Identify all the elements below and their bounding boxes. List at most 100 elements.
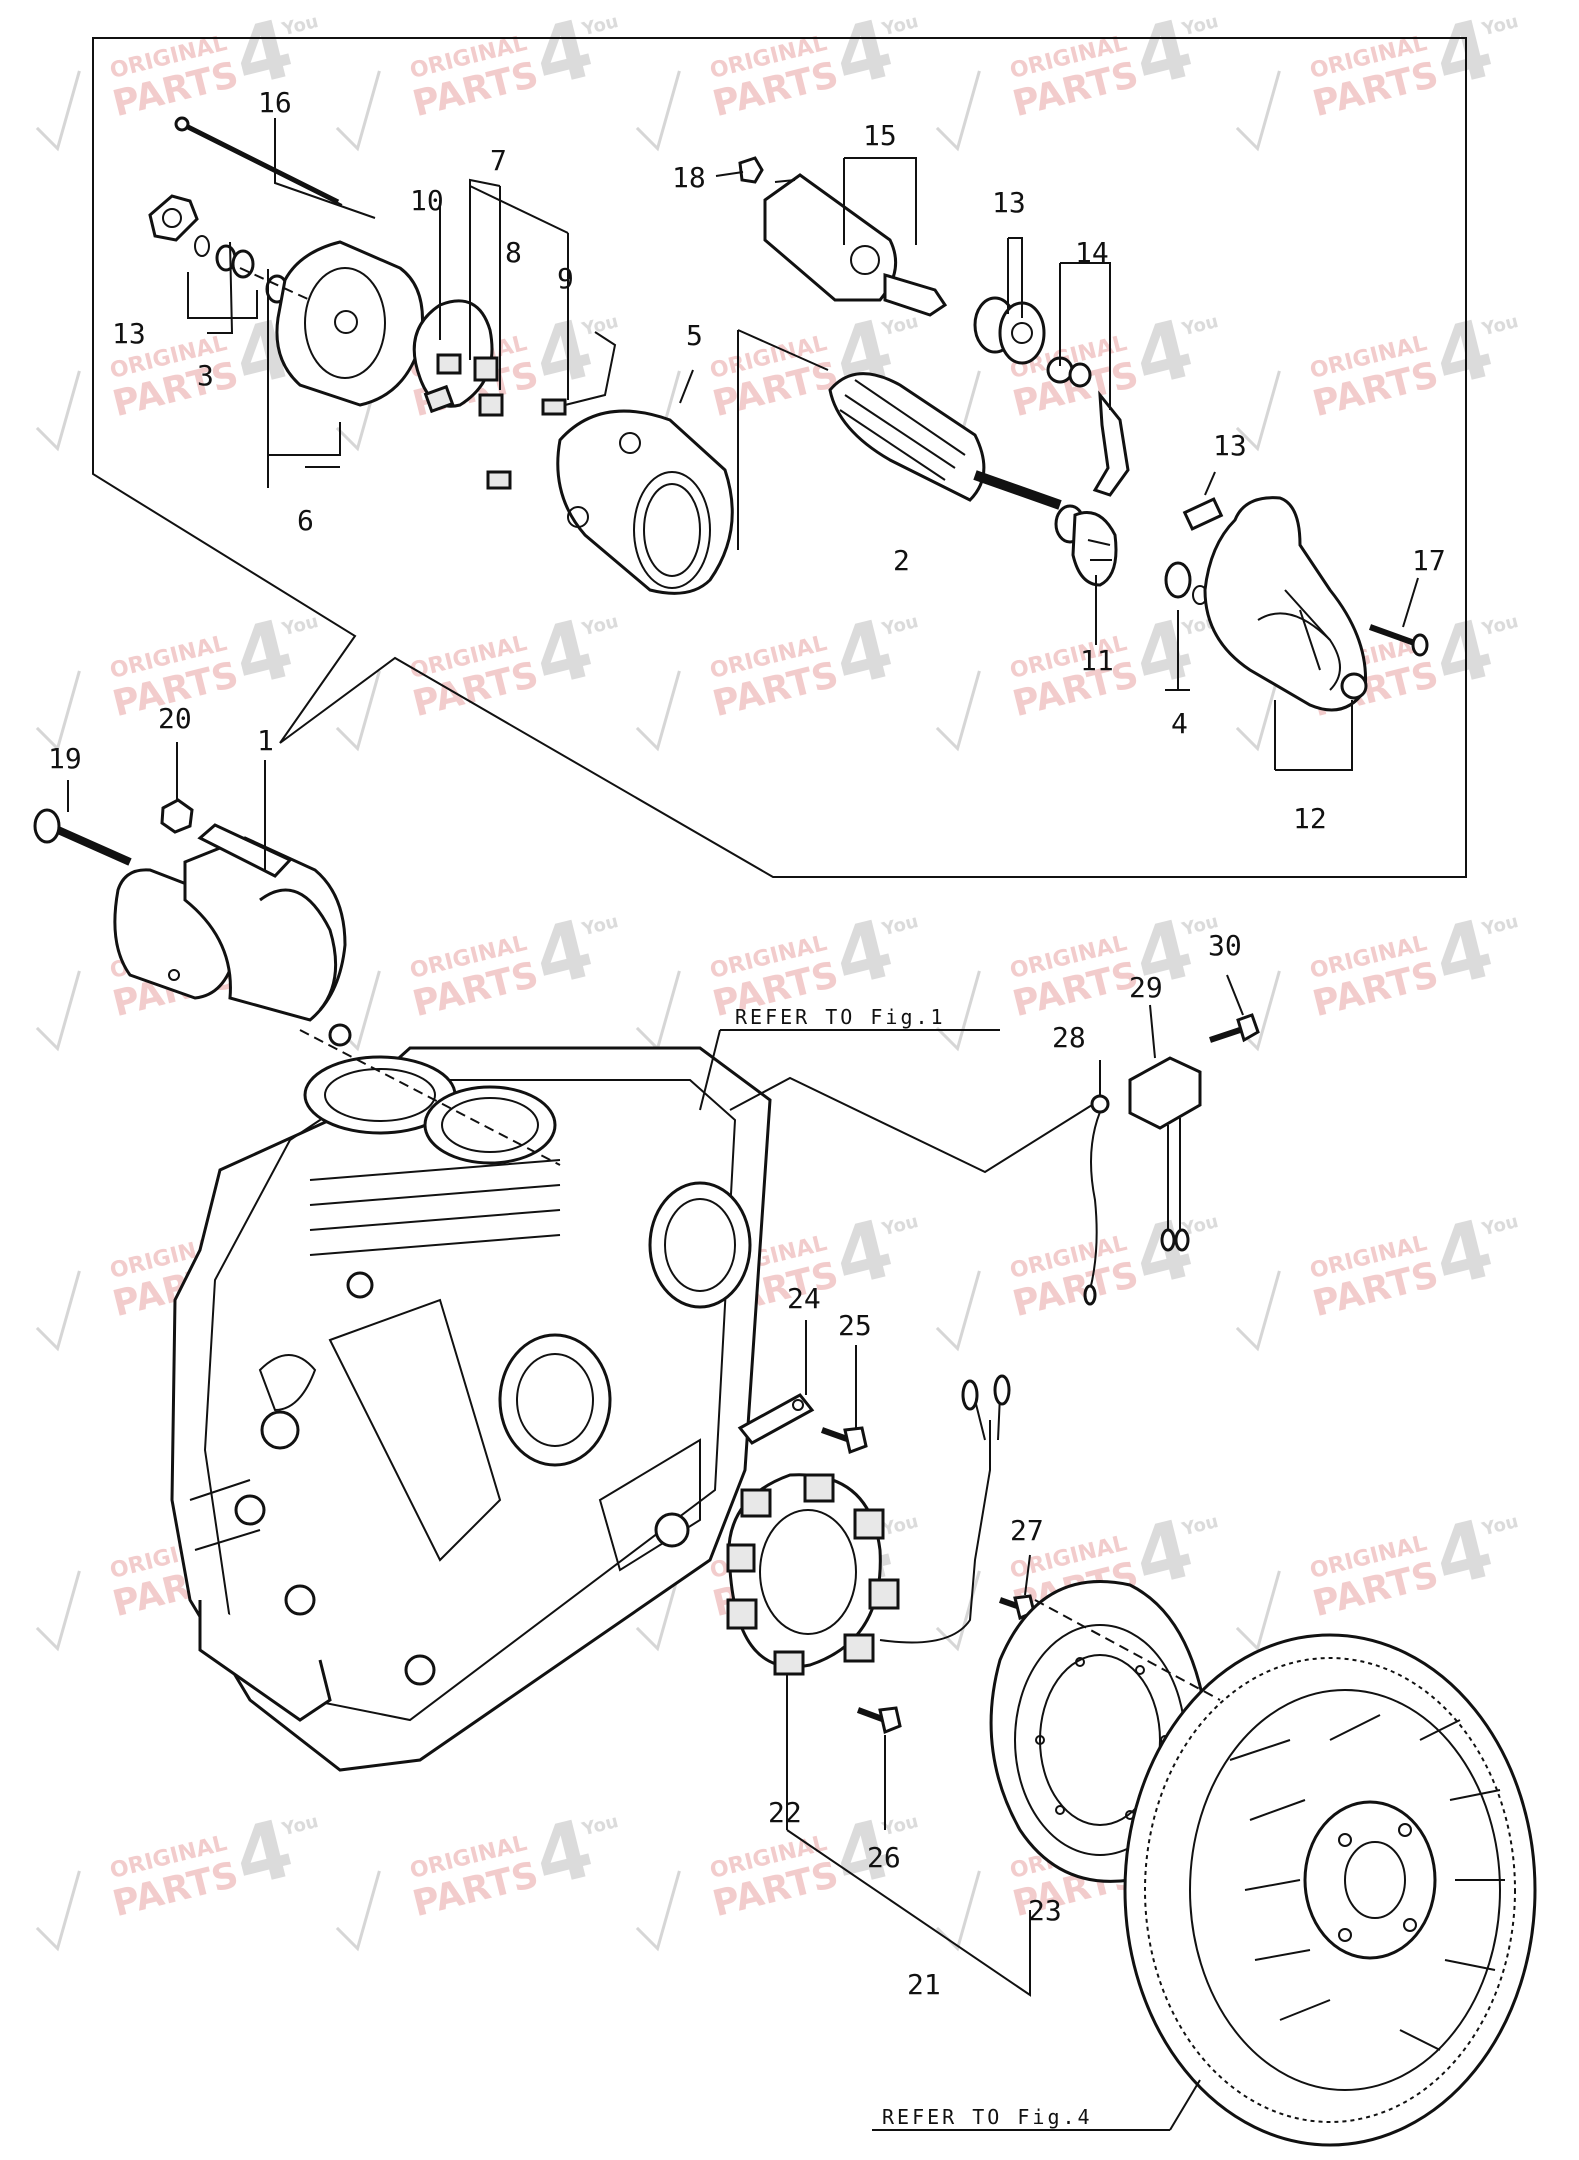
assembly21-bracket — [786, 1829, 1031, 1997]
clip-leader-lines — [805, 1320, 857, 1428]
callout-30: 30 — [1208, 929, 1242, 962]
pinion-part — [1054, 504, 1118, 587]
watermark-check-icon — [1235, 670, 1281, 752]
watermark-check-icon — [935, 1270, 981, 1352]
watermark-small: You — [1179, 1511, 1221, 1540]
starter-motor-part — [113, 823, 352, 1047]
callout-7: 7 — [490, 144, 507, 177]
watermark-small: You — [279, 1811, 321, 1840]
yoke-part — [486, 331, 734, 595]
detail-leader-lines — [187, 118, 1419, 771]
callout-9: 9 — [557, 262, 574, 295]
watermark-small: You — [1479, 1511, 1521, 1540]
callout-5: 5 — [686, 319, 703, 352]
watermark-small: You — [879, 1211, 921, 1240]
watermark-check-icon — [35, 1270, 81, 1352]
through-bolt-part — [174, 116, 343, 206]
watermark-small: You — [879, 311, 921, 340]
callout-13-mid: 13 — [992, 186, 1026, 219]
watermark-check-icon — [1235, 370, 1281, 452]
callout-4: 4 — [1171, 707, 1188, 740]
callout-11: 11 — [1080, 644, 1114, 677]
callout-labels: 16 13 3 6 10 7 8 9 5 18 15 13 14 13 2 11… — [48, 86, 1446, 2001]
watermark-check-icon — [1235, 1570, 1281, 1652]
shift-lever-part — [1046, 356, 1130, 497]
callout-16: 16 — [258, 86, 292, 119]
watermark-check-icon — [635, 670, 681, 752]
starter-bolt-part — [33, 808, 132, 866]
callout-27: 27 — [1010, 1514, 1044, 1547]
watermark-check-icon — [635, 1870, 681, 1952]
callout-14: 14 — [1075, 236, 1109, 269]
watermark-check-icon — [935, 970, 981, 1052]
callout-6: 6 — [297, 504, 314, 537]
callout-18: 18 — [672, 161, 706, 194]
watermark-small: You — [279, 11, 321, 40]
callout-28: 28 — [1052, 1021, 1086, 1054]
stator-screw-part — [856, 1706, 902, 1735]
watermark-small: You — [1479, 911, 1521, 940]
callout-13-right: 13 — [1213, 429, 1247, 462]
watermark-check-icon — [35, 370, 81, 452]
watermark-check-icon — [935, 670, 981, 752]
callout-21: 21 — [907, 1968, 941, 2001]
watermark-small: You — [579, 11, 621, 40]
watermark-check-icon — [335, 670, 381, 752]
gasket-round-part — [973, 296, 1046, 365]
sensor-screw-part — [1209, 1013, 1260, 1043]
front-housing-part — [1203, 496, 1368, 712]
callout-19: 19 — [48, 742, 82, 775]
callout-13-left: 13 — [112, 317, 146, 350]
watermark-small: You — [1179, 311, 1221, 340]
refer-fig1-label: REFER TO Fig.1 — [735, 1005, 946, 1029]
callout-12: 12 — [1293, 802, 1327, 835]
watermark-check-icon — [635, 70, 681, 152]
solenoid-part — [763, 173, 948, 317]
callout-22: 22 — [768, 1796, 802, 1829]
callout-2: 2 — [893, 544, 910, 577]
rear-cover-part — [275, 240, 424, 407]
callout-1: 1 — [257, 724, 274, 757]
watermark-small: You — [1179, 11, 1221, 40]
ground-wire-part — [1083, 1094, 1110, 1306]
sensor-leader-lines — [1099, 974, 1244, 1096]
watermark-check-icon — [35, 970, 81, 1052]
center-lines — [239, 267, 1221, 1701]
starter-nut-part — [160, 798, 194, 834]
watermark-small: You — [579, 611, 621, 640]
watermark-small: You — [1479, 311, 1521, 340]
watermark-small: You — [1479, 1211, 1521, 1240]
watermark-small: You — [1479, 611, 1521, 640]
callout-17: 17 — [1412, 544, 1446, 577]
crankcase-block-part — [170, 1046, 772, 1772]
stator-leader-lines — [786, 1554, 1031, 1830]
callout-15: 15 — [863, 119, 897, 152]
watermark-check-icon — [935, 70, 981, 152]
watermark-check-icon — [335, 70, 381, 152]
watermark-check-icon — [35, 1570, 81, 1652]
detail-box-outline — [92, 37, 1467, 878]
watermark-check-icon — [1235, 70, 1281, 152]
watermark-small: You — [579, 1811, 621, 1840]
watermark-small: You — [879, 1511, 921, 1540]
callout-20: 20 — [158, 702, 192, 735]
oil-sensor-part — [1128, 1056, 1202, 1252]
watermark-small: You — [279, 611, 321, 640]
armature-part — [828, 372, 1062, 510]
gasket-plate-part — [148, 194, 199, 242]
watermark-small: You — [1479, 11, 1521, 40]
